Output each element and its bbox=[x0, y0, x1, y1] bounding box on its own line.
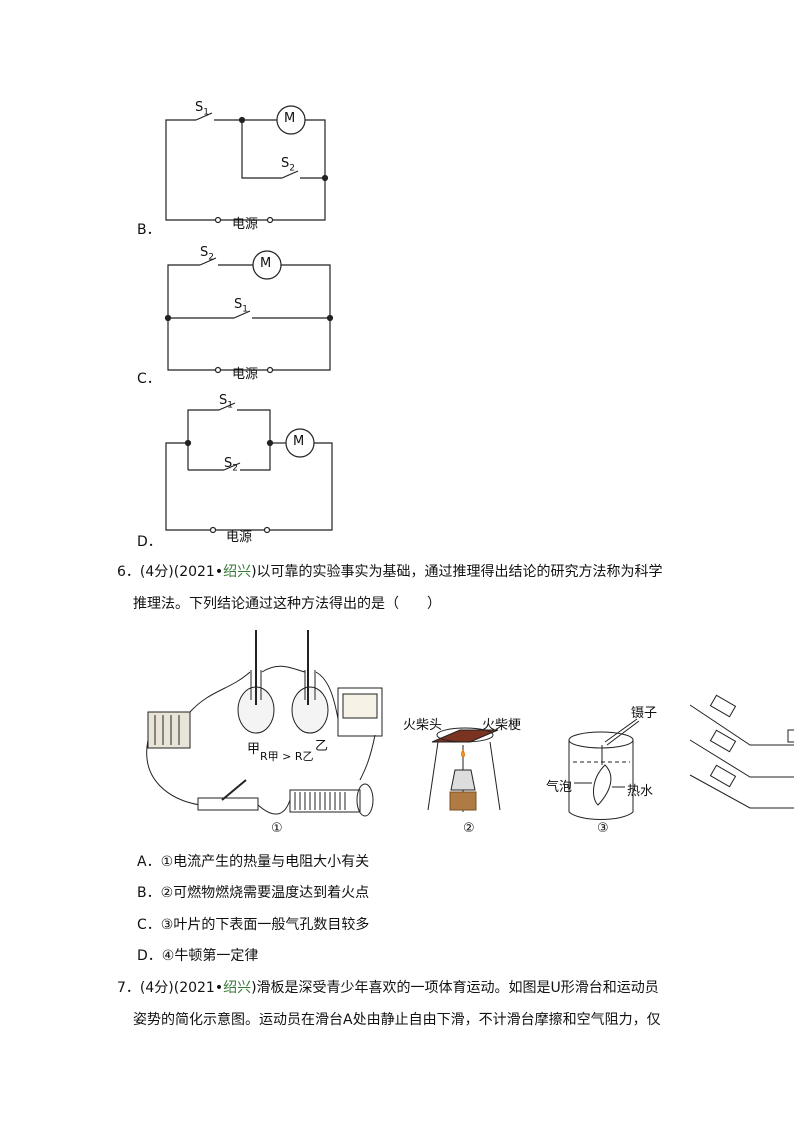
switch-s1-label: S1 bbox=[219, 393, 233, 411]
motor-icon bbox=[285, 428, 315, 458]
q6-option-a[interactable]: A．①电流产生的热量与电阻大小有关 bbox=[137, 854, 370, 870]
switch-s2-label: S2 bbox=[281, 156, 295, 174]
power-label: 电源 bbox=[232, 217, 259, 232]
resistance-relation: R甲 > R乙 bbox=[260, 750, 314, 763]
q6-option-c[interactable]: C．③叶片的下表面一般气孔数目较多 bbox=[137, 917, 370, 933]
tweezers-label: 镊子 bbox=[631, 706, 658, 721]
label-yi: 乙 bbox=[315, 739, 329, 754]
leaf-in-hot-water-apparatus bbox=[568, 718, 640, 820]
option-c-label: C． bbox=[137, 371, 161, 387]
circuit-c bbox=[164, 250, 334, 374]
option-b-label: B． bbox=[137, 222, 161, 238]
circuit-d bbox=[165, 402, 333, 534]
motor-label: M bbox=[293, 434, 305, 449]
switch-s1-label: S1 bbox=[195, 100, 209, 118]
switch-s1-label: S1 bbox=[234, 297, 248, 315]
figure-label-1: ① bbox=[271, 821, 283, 836]
motor-icon bbox=[276, 105, 306, 135]
circuit-b bbox=[165, 105, 329, 224]
power-label: 电源 bbox=[232, 367, 259, 382]
q7-line2: 姿势的简化示意图。运动员在滑台A处由静止自由下滑，不计滑台摩擦和空气阻力，仅 bbox=[133, 1012, 661, 1028]
joule-heat-apparatus bbox=[146, 630, 383, 817]
q6-line2: 推理法。下列结论通过这种方法得出的是（ ） bbox=[133, 596, 441, 612]
motor-label: M bbox=[260, 256, 272, 271]
q6-line1: 6．(4分)(2021•绍兴)以可靠的实验事实为基础，通过推理得出结论的研究方法… bbox=[117, 564, 663, 580]
q6-option-d[interactable]: D．④牛顿第一定律 bbox=[137, 948, 259, 964]
switch-s2-label: S2 bbox=[224, 456, 238, 474]
figure-label-2: ② bbox=[463, 821, 475, 836]
q6-option-b[interactable]: B．②可燃物燃烧需要温度达到着火点 bbox=[137, 885, 370, 901]
figure-label-3: ③ bbox=[597, 821, 609, 836]
incline-carts-figure bbox=[689, 694, 794, 809]
motor-label: M bbox=[284, 111, 296, 126]
hot-water-label: 热水 bbox=[627, 784, 654, 799]
match-head-label: 火柴头 bbox=[403, 718, 443, 733]
switch-s2-label: S2 bbox=[200, 245, 214, 263]
label-jia: 甲 bbox=[247, 742, 261, 757]
combustion-apparatus bbox=[427, 727, 501, 812]
bubble-label: 气泡 bbox=[546, 780, 573, 795]
match-stick-label: 火柴梗 bbox=[482, 718, 522, 733]
power-label: 电源 bbox=[226, 530, 253, 545]
motor-icon bbox=[252, 250, 282, 280]
option-d-label: D． bbox=[137, 534, 162, 550]
q7-line1: 7．(4分)(2021•绍兴)滑板是深受青少年喜欢的一项体育运动。如图是U形滑台… bbox=[117, 980, 659, 996]
